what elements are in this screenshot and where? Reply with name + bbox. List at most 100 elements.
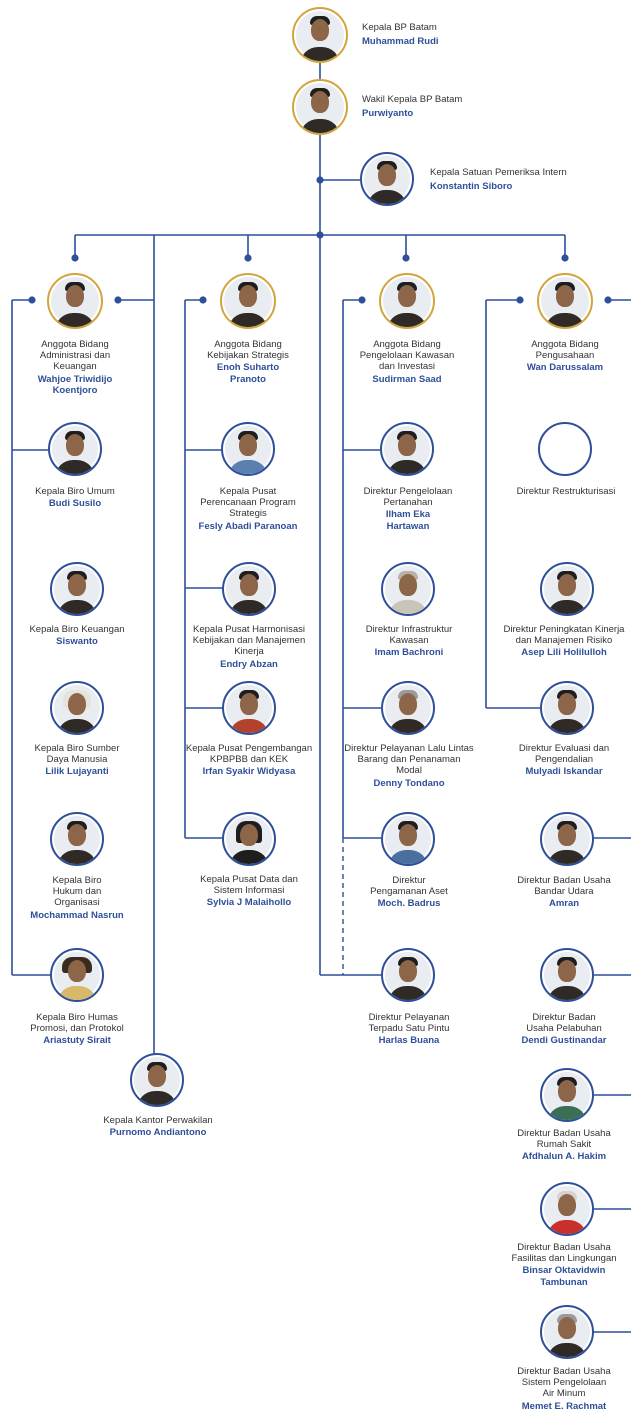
avatar-col1-item-4	[50, 948, 104, 1002]
caption-col3-item-2: Direktur Pelayanan Lalu Lintas Barang da…	[334, 743, 484, 789]
caption-wakil-kepala: Wakil Kepala BP Batam Purwiyanto	[362, 94, 462, 121]
caption-col4-item-7: Direktur Badan Usaha Sistem Pengelolaan …	[497, 1366, 631, 1412]
position-col2-item-0: Kepala Pusat Perencanaan Program Strateg…	[200, 486, 296, 520]
name-kepala-bp-batam: Muhammad Rudi	[362, 35, 439, 47]
junction-dot-col2	[244, 254, 252, 262]
caption-col3-item-1: Direktur Infrastruktur Kawasan Imam Bach…	[339, 624, 479, 659]
avatar-col1-item-1	[50, 562, 104, 616]
junction-dot-col1	[71, 254, 79, 262]
avatar-col1-item-3	[50, 812, 104, 866]
caption-col2-item-2: Kepala Pusat Pengembangan KPBPBB dan KEK…	[174, 743, 324, 778]
caption-col4-head: Anggota Bidang Pengusahaan Wan Darussala…	[495, 339, 631, 374]
name-col3-head: Sudirman Saad	[372, 373, 442, 385]
position-col1-item-3: Kepala Biro Hukum dan Organisasi	[52, 875, 102, 909]
name-kantor-perwakilan: Purnomo Andiantono	[109, 1127, 207, 1139]
avatar-col1-item-0	[48, 422, 102, 476]
name-col3-item-3: Moch. Badrus	[377, 898, 441, 910]
position-col1-item-0: Kepala Biro Umum	[35, 486, 115, 497]
position-col1-item-1: Kepala Biro Keuangan	[29, 624, 125, 635]
position-col4-item-2: Direktur Evaluasi dan Pengendalian	[518, 743, 610, 766]
position-wakil-kepala: Wakil Kepala BP Batam	[362, 94, 463, 105]
avatar-col2-head	[220, 273, 276, 329]
caption-col4-item-5: Direktur Badan Usaha Rumah Sakit Afdhalu…	[497, 1128, 631, 1163]
position-col4-item-5: Direktur Badan Usaha Rumah Sakit	[517, 1128, 611, 1151]
position-col3-item-3: Direktur Pengamanan Aset	[370, 875, 448, 898]
position-col3-item-0: Direktur Pengelolaan Pertanahan	[363, 486, 453, 509]
caption-col3-head: Anggota Bidang Pengelolaan Kawasan dan I…	[337, 339, 477, 385]
caption-col4-item-0: Direktur Restrukturisasi	[496, 486, 631, 498]
avatar-col1-item-2	[50, 681, 104, 735]
name-col4-item-6: Binsar Oktavidwin Tambunan	[522, 1265, 606, 1288]
position-col3-item-1: Direktur Infrastruktur Kawasan	[365, 624, 453, 647]
position-col3-item-2: Direktur Pelayanan Lalu Lintas Barang da…	[344, 743, 474, 777]
caption-kepala-spi: Kepala Satuan Pemeriksa Intern Konstanti…	[430, 167, 567, 194]
caption-col4-item-3: Direktur Badan Usaha Bandar Udara Amran	[497, 875, 631, 910]
name-col4-item-3: Amran	[548, 898, 580, 910]
avatar-col2-item-1	[222, 562, 276, 616]
name-col3-item-0: Ilham Eka Hartawan	[385, 509, 431, 532]
name-col1-head: Wahjoe Triwidijo Koentjoro	[37, 373, 113, 396]
caption-col1-item-3: Kepala Biro Hukum dan Organisasi Mochamm…	[7, 875, 147, 921]
name-col2-item-3: Sylvia J Malaihollo	[206, 897, 292, 909]
position-col1-item-4: Kepala Biro Humas Promosi, dan Protokol	[30, 1012, 124, 1035]
caption-col2-head: Anggota Bidang Kebijakan Strategis Enoh …	[178, 339, 318, 385]
name-col3-item-4: Harlas Buana	[378, 1035, 440, 1047]
avatar-col3-item-0	[380, 422, 434, 476]
position-col2-head: Anggota Bidang Kebijakan Strategis	[207, 339, 289, 362]
caption-col1-item-4: Kepala Biro Humas Promosi, dan Protokol …	[7, 1012, 147, 1047]
junction-dot-spi	[316, 176, 324, 184]
avatar-col4-item-4	[540, 948, 594, 1002]
avatar-col4-item-0-empty	[538, 422, 592, 476]
junction-dot-main	[316, 231, 324, 239]
caption-col3-item-3: Direktur Pengamanan Aset Moch. Badrus	[339, 875, 479, 910]
name-col1-item-1: Siswanto	[56, 636, 98, 648]
avatar-kepala-bp-batam	[292, 7, 348, 63]
name-col4-item-2: Mulyadi Iskandar	[525, 766, 603, 778]
caption-col4-item-1: Direktur Peningkatan Kinerja dan Manajem…	[497, 624, 631, 659]
name-col4-item-1: Asep Lili Holilulloh	[521, 647, 607, 659]
caption-col2-item-1: Kepala Pusat Harmonisasi Kebijakan dan M…	[174, 624, 324, 670]
caption-col1-item-1: Kepala Biro Keuangan Siswanto	[7, 624, 147, 647]
position-col3-head: Anggota Bidang Pengelolaan Kawasan dan I…	[359, 339, 455, 373]
name-col1-item-2: Lilik Lujayanti	[45, 766, 109, 778]
caption-col1-item-0: Kepala Biro Umum Budi Susilo	[5, 486, 145, 509]
avatar-col4-item-3	[540, 812, 594, 866]
position-col1-head: Anggota Bidang Administrasi dan Keuangan	[39, 339, 111, 373]
caption-kepala-bp-batam: Kepala BP Batam Muhammad Rudi	[362, 22, 439, 49]
avatar-col2-item-0	[221, 422, 275, 476]
junction-dot-col1-left	[28, 296, 36, 304]
position-col4-item-6: Direktur Badan Usaha Fasilitas dan Lingk…	[511, 1242, 617, 1265]
position-col4-item-3: Direktur Badan Usaha Bandar Udara	[517, 875, 611, 898]
caption-col1-item-2: Kepala Biro Sumber Daya Manusia Lilik Lu…	[7, 743, 147, 778]
name-col1-item-0: Budi Susilo	[48, 498, 102, 510]
avatar-col2-item-3	[222, 812, 276, 866]
caption-col3-item-0: Direktur Pengelolaan Pertanahan Ilham Ek…	[338, 486, 478, 532]
junction-dot-col4-right	[604, 296, 612, 304]
caption-col3-item-4: Direktur Pelayanan Terpadu Satu Pintu Ha…	[339, 1012, 479, 1047]
position-kantor-perwakilan: Kepala Kantor Perwakilan	[103, 1115, 213, 1126]
name-kepala-spi: Konstantin Siboro	[430, 180, 513, 192]
caption-col4-item-6: Direktur Badan Usaha Fasilitas dan Lingk…	[497, 1242, 631, 1288]
avatar-col4-item-1	[540, 562, 594, 616]
name-col3-item-2: Denny Tondano	[373, 777, 445, 789]
junction-dot-col3	[402, 254, 410, 262]
position-kepala-spi: Kepala Satuan Pemeriksa Intern	[430, 167, 567, 178]
name-col2-head: Enoh Suharto Pranoto	[216, 362, 280, 385]
name-col1-item-3: Mochammad Nasrun	[30, 909, 124, 921]
position-col1-item-2: Kepala Biro Sumber Daya Manusia	[34, 743, 120, 766]
avatar-col4-item-5	[540, 1068, 594, 1122]
name-col2-item-0: Fesly Abadi Paranoan	[198, 520, 298, 532]
junction-dot-col4	[561, 254, 569, 262]
caption-col2-item-0: Kepala Pusat Perencanaan Program Strateg…	[173, 486, 323, 532]
avatar-col4-item-6	[540, 1182, 594, 1236]
position-col4-item-1: Direktur Peningkatan Kinerja dan Manajem…	[503, 624, 625, 647]
junction-dot-col4-left	[516, 296, 524, 304]
name-col4-item-4: Dendi Gustinandar	[521, 1035, 607, 1047]
avatar-kantor-perwakilan	[130, 1053, 184, 1107]
name-col4-item-5: Afdhalun A. Hakim	[521, 1151, 607, 1163]
name-col4-head: Wan Darussalam	[526, 362, 604, 374]
name-col4-item-7: Memet E. Rachmat	[521, 1400, 607, 1412]
position-col4-item-4: Direktur Badan Usaha Pelabuhan	[526, 1012, 602, 1035]
position-col4-head: Anggota Bidang Pengusahaan	[531, 339, 599, 362]
